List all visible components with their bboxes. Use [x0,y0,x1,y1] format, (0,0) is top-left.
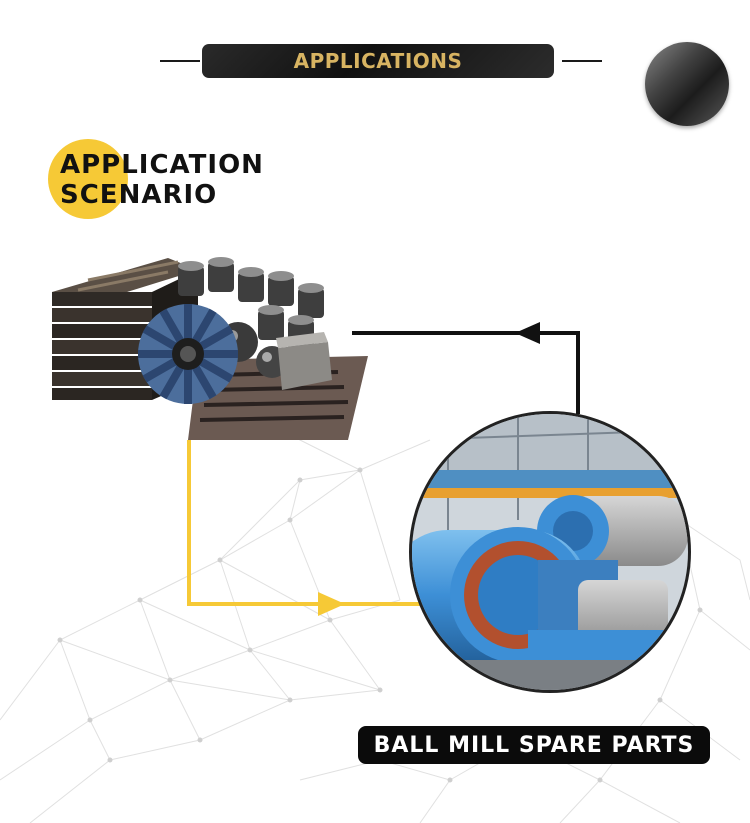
header-line-right [562,60,602,62]
brushed-metal-disc [645,42,729,126]
product-label: BALL MILL SPARE PARTS [373,732,695,758]
scenario-accent-dot [48,139,128,219]
scenario-title: APPLICATION SCENARIO [60,150,264,210]
product-label-banner: BALL MILL SPARE PARTS [358,726,710,764]
yellow-arrow-head [318,592,345,616]
scenario-title-line2: SCENARIO [60,180,218,210]
header-title: APPLICATIONS [293,49,463,73]
black-arrow-head [515,322,540,344]
header-line-left [160,60,200,62]
header-banner: APPLICATIONS [202,44,554,78]
ball-mill-image [409,411,691,693]
scenario-title-line1: APPLICATION [60,150,264,180]
spare-parts-image [52,257,368,440]
